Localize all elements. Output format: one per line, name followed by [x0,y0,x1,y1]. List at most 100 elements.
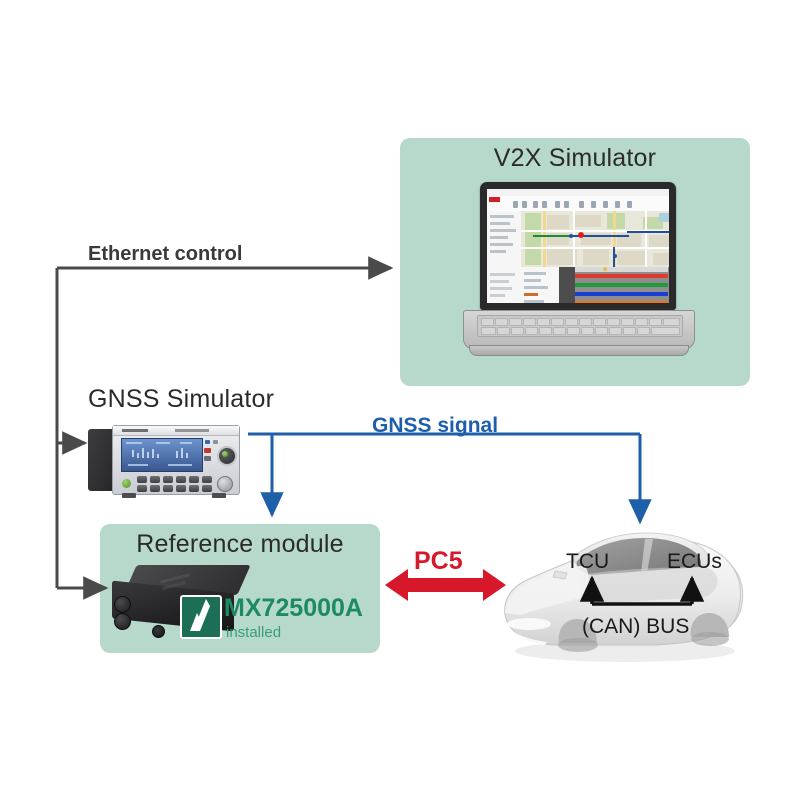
reference-module-device [108,565,258,643]
tree-row [524,300,544,303]
keyboard-key [565,318,578,326]
instrument-keypad-key[interactable] [163,485,173,492]
laptop-pc [455,182,700,367]
map-road [521,230,669,232]
reference-module-title: Reference module [136,530,344,558]
display-waveform [157,454,159,458]
ribbon-icon [579,201,584,208]
map-major-road [613,211,616,267]
map-block [617,251,645,265]
map-road [521,247,669,249]
gnss-simulator-device [88,423,248,503]
keyboard-key [579,318,592,326]
instrument-foot [122,493,136,498]
keyboard-key [495,318,508,326]
module-connector[interactable] [114,596,131,613]
mx-install-status: installed [226,624,282,641]
map-node-marker [613,254,617,258]
timeline-bar [575,292,668,296]
map-block [653,253,669,265]
module-connector[interactable] [114,613,131,630]
instrument-keypad-key[interactable] [189,485,199,492]
tree-row [524,272,546,275]
instrument-keypad-key[interactable] [202,485,212,492]
instrument-keypad-key[interactable] [150,485,160,492]
app-tree-pane [487,211,522,303]
tree-row [524,286,548,289]
mx-product-name: MX725000A [224,594,363,622]
timeline-track-labels [559,267,575,303]
instrument-foot [212,493,226,498]
map-block [649,235,669,249]
keyboard-key [621,318,634,326]
timeline-bar [575,283,668,287]
laptop-keyboard [477,315,683,337]
test-vehicle [495,495,750,665]
keyboard-key [607,318,620,326]
vehicle-node-ecus-label: ECUs [667,550,722,573]
car-illustration [503,532,744,662]
map-block [583,249,609,265]
map-block [547,249,577,265]
instrument-front-panel [112,425,240,495]
instrument-keypad-key[interactable] [176,476,186,483]
display-waveform [152,449,154,458]
timeline-ruler [575,267,668,272]
keyboard-key [593,318,606,326]
map-road [613,247,615,267]
gnss-simulator-title: GNSS Simulator [88,385,275,413]
keyboard-key [481,327,496,335]
display-waveform [132,450,134,457]
instrument-keypad-key[interactable] [150,476,160,483]
instrument-keypad-key[interactable] [202,476,212,483]
instrument-keypad-key[interactable] [176,485,186,492]
map-block [547,215,569,229]
instrument-keypad-key[interactable] [189,476,199,483]
mx-product-badge [180,595,222,639]
instrument-function-button[interactable] [204,456,211,461]
map-water [659,213,669,222]
display-waveform [147,452,149,458]
tree-row [490,250,506,253]
tree-row [490,294,505,297]
keyboard-key [567,327,580,335]
module-mount-hole [152,625,165,638]
anritsu-slash-icon [190,599,210,631]
pc5-label: PC5 [414,547,463,575]
keyboard-key [595,327,608,335]
keyboard-key [581,327,594,335]
ribbon-icon [513,201,518,208]
timeline-cursor [603,267,607,271]
app-file-tab [489,197,500,202]
instrument-keypad-key[interactable] [137,476,147,483]
map-major-road [543,211,546,267]
instrument-keypad-key[interactable] [137,485,147,492]
keyboard-key [551,318,564,326]
keyboard-key [497,327,510,335]
instrument-rf-port[interactable] [217,476,233,492]
display-waveform [186,453,188,458]
keyboard-key [511,327,524,335]
display-text-line [126,442,142,444]
instrument-power-button[interactable] [122,479,131,488]
timeline-bar [575,301,668,303]
tree-row [490,222,510,225]
map-road [645,211,647,267]
ribbon-icon [627,201,632,208]
ribbon-icon [542,201,547,208]
keyboard-key [609,327,622,335]
map-park [525,213,541,265]
map-block [575,215,601,227]
ribbon-icon [533,201,538,208]
timeline-chart [559,267,669,303]
tree-row [524,279,541,282]
keyboard-key [525,327,538,335]
gnss-signal-label: GNSS signal [372,414,499,437]
instrument-function-button[interactable] [204,448,211,453]
keyboard-key [523,318,536,326]
map-view [521,211,669,267]
tree-row [490,273,515,276]
keyboard-key [537,318,550,326]
instrument-keypad-key[interactable] [163,476,173,483]
